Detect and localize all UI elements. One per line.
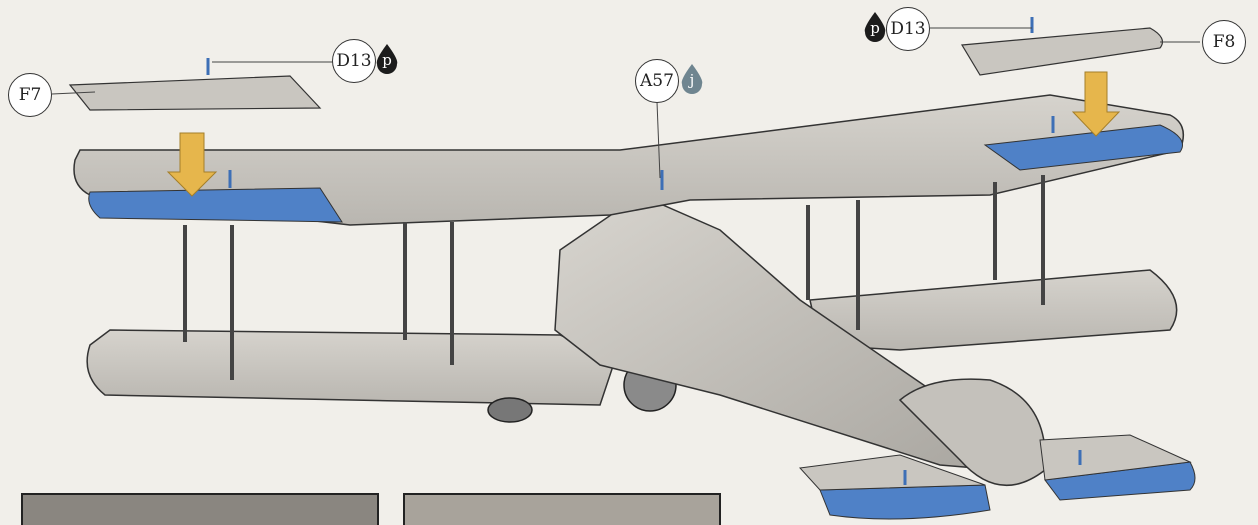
paint-drop-icon: j bbox=[680, 64, 704, 94]
callout-f8: F8 bbox=[1202, 20, 1246, 64]
callout-a57: A57 bbox=[635, 59, 679, 103]
elevator-left bbox=[820, 485, 990, 519]
part-f8 bbox=[962, 28, 1162, 75]
paint-code: p bbox=[863, 19, 887, 37]
paint-drop-icon: p bbox=[375, 44, 399, 74]
lower-wing bbox=[87, 330, 615, 405]
wheel-left bbox=[488, 398, 532, 422]
aileron-left-installed bbox=[89, 188, 342, 222]
reference-photo-2 bbox=[404, 494, 720, 525]
paint-code: p bbox=[375, 51, 399, 69]
reference-photo-1 bbox=[22, 494, 378, 525]
callout-d13-right: D13 bbox=[886, 7, 930, 51]
paint-drop-icon: p bbox=[863, 12, 887, 42]
part-f7 bbox=[70, 76, 320, 110]
callout-f7: F7 bbox=[8, 73, 52, 117]
paint-code: j bbox=[680, 71, 704, 89]
callout-d13-left: D13 bbox=[332, 39, 376, 83]
lower-wing-right bbox=[810, 270, 1177, 350]
